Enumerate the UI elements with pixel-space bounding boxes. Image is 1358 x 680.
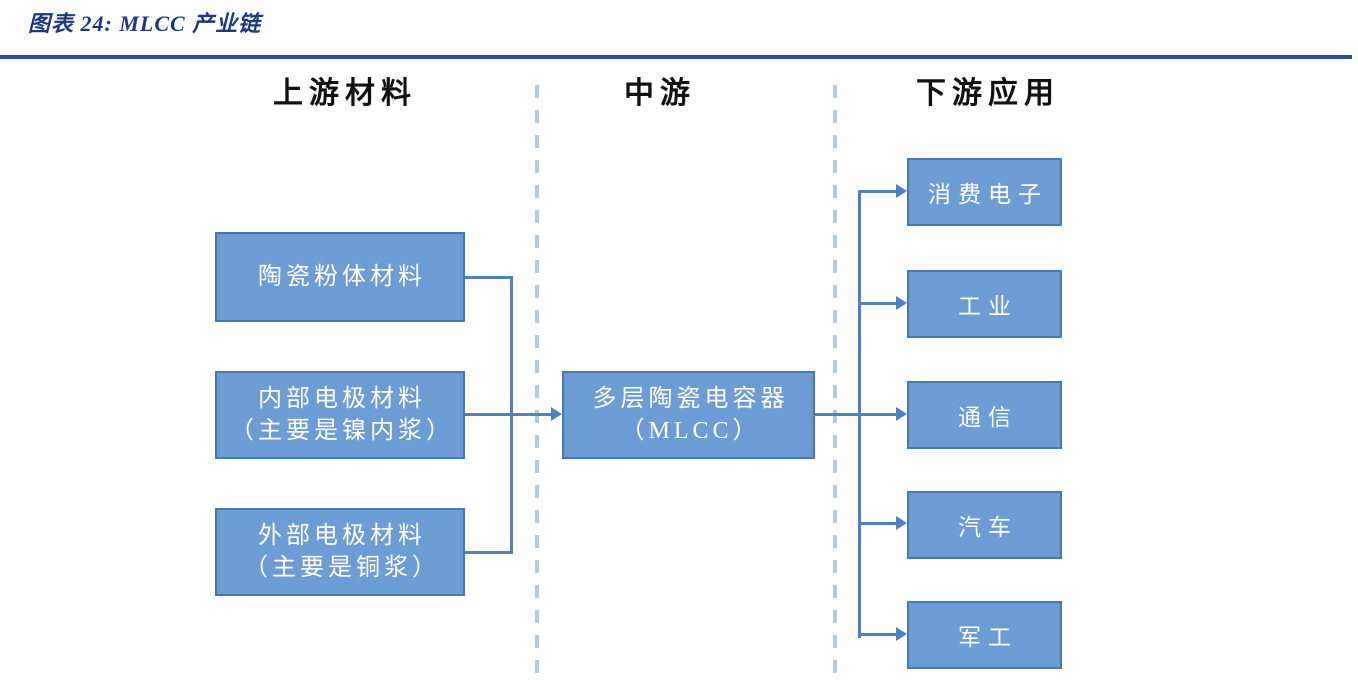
node-external-electrode-line2: （主要是铜浆）: [244, 555, 440, 581]
connector-to-mlcc-line: [465, 413, 553, 416]
node-communication: 通信: [907, 381, 1062, 449]
connector-external-horizontal: [465, 551, 513, 554]
node-mlcc: 多层陶瓷电容器 （MLCC）: [562, 371, 815, 459]
connector-ceramic-horizontal: [465, 276, 513, 279]
column-header-downstream: 下游应用: [916, 77, 1060, 110]
node-internal-electrode-line1: 内部电极材料: [258, 386, 426, 412]
node-automotive-label: 汽车: [958, 515, 1018, 540]
node-industrial-label: 工业: [958, 294, 1018, 319]
node-military-label: 军工: [958, 625, 1018, 650]
node-internal-electrode: 内部电极材料 （主要是镍内浆）: [215, 371, 465, 459]
arrowhead-into-mlcc-icon: [551, 407, 562, 421]
arrowhead-industrial-icon: [896, 296, 907, 310]
node-communication-label: 通信: [958, 405, 1018, 430]
figure-title: 图表 24: MLCC 产业链: [28, 11, 262, 36]
divider-midstream-downstream: [833, 85, 837, 673]
node-external-electrode-line1: 外部电极材料: [258, 523, 426, 549]
node-mlcc-line2: （MLCC）: [620, 418, 761, 444]
divider-upstream-midstream: [535, 85, 539, 673]
connector-branch-automotive: [858, 522, 896, 525]
column-header-midstream: 中游: [624, 77, 696, 110]
arrowhead-communication-icon: [896, 407, 907, 421]
arrowhead-automotive-icon: [896, 516, 907, 530]
column-header-upstream: 上游材料: [273, 77, 417, 110]
connector-downstream-vertical: [858, 190, 861, 638]
node-automotive: 汽车: [907, 491, 1062, 559]
arrowhead-consumer-icon: [896, 184, 907, 198]
node-ceramic-powder-label: 陶瓷粉体材料: [258, 264, 426, 290]
node-military: 军工: [907, 601, 1062, 669]
arrowhead-military-icon: [896, 627, 907, 641]
node-internal-electrode-line2: （主要是镍内浆）: [230, 418, 454, 444]
node-external-electrode: 外部电极材料 （主要是铜浆）: [215, 508, 465, 596]
node-ceramic-powder: 陶瓷粉体材料: [215, 232, 465, 322]
connector-branch-consumer: [858, 190, 896, 193]
node-consumer-electronics-label: 消费电子: [928, 182, 1048, 207]
node-mlcc-line1: 多层陶瓷电容器: [592, 386, 789, 412]
connector-branch-military: [858, 633, 896, 636]
title-divider-rule: [0, 55, 1352, 59]
node-consumer-electronics: 消费电子: [907, 158, 1062, 226]
connector-mlcc-output-line: [815, 413, 897, 416]
connector-branch-industrial: [858, 302, 896, 305]
node-industrial: 工业: [907, 270, 1062, 338]
